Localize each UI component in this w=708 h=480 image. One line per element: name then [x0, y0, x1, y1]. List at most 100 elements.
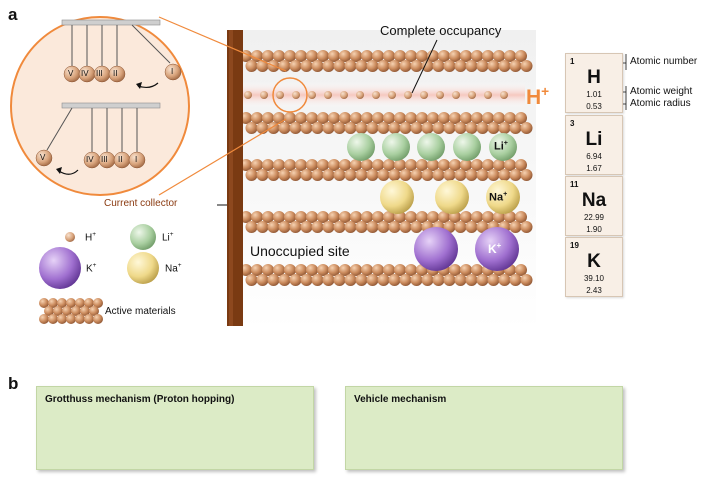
active-material-atom — [449, 159, 461, 171]
active-material-atom — [388, 122, 401, 134]
active-material-atom — [509, 274, 522, 286]
proton — [500, 91, 508, 99]
active-material-atom — [350, 264, 362, 276]
active-material-atom — [284, 159, 296, 171]
active-material-atom — [520, 169, 533, 181]
legend-active-atom — [89, 306, 99, 316]
active-material-atom — [438, 211, 450, 223]
active-material-atom — [504, 112, 516, 124]
na-ion-labeled — [486, 180, 520, 214]
active-material-atom — [432, 274, 445, 286]
grotthuss-box: Grotthuss mechanism (Proton hopping) — [36, 386, 314, 470]
legend-active-atom — [75, 298, 85, 308]
legend-active-atom — [84, 298, 94, 308]
active-material-atom — [388, 221, 401, 233]
active-material-atom — [245, 274, 258, 286]
proton — [244, 91, 252, 99]
active-material-atom — [355, 60, 368, 72]
proton — [356, 91, 364, 99]
active-material-atom — [295, 112, 307, 124]
active-material-atom — [427, 159, 439, 171]
active-material-atom — [333, 169, 346, 181]
element-symbol: H — [587, 67, 601, 88]
active-material-atom — [405, 159, 417, 171]
active-material-atom — [471, 112, 483, 124]
element-symbol: Li — [585, 129, 603, 150]
legend-active-atom — [84, 314, 94, 324]
active-material-atom — [372, 112, 384, 124]
active-material-atom — [333, 274, 346, 286]
legend-h-icon — [65, 232, 75, 242]
active-material-atom — [399, 274, 412, 286]
grotthuss-title: Grotthuss mechanism (Proton hopping) — [45, 394, 235, 405]
active-material-atom — [460, 112, 472, 124]
active-material-atom — [328, 211, 340, 223]
cradle-bottom-label-ii: II — [118, 155, 123, 164]
vehicle-title: Vehicle mechanism — [354, 394, 447, 405]
element-number: 3 — [570, 119, 575, 128]
active-material-atom — [256, 274, 269, 286]
cradle-top-arrowhead — [136, 82, 142, 89]
proton — [420, 91, 428, 99]
active-material-atom — [394, 264, 406, 276]
k-ion-label: K+ — [488, 241, 502, 256]
element-radius: 0.53 — [586, 102, 602, 111]
active-material-atom — [383, 264, 395, 276]
proton — [372, 91, 380, 99]
active-material-atom — [372, 211, 384, 223]
cradle-bottom-label-v: V — [40, 153, 46, 162]
active-material-atom — [355, 122, 368, 134]
proton — [340, 91, 348, 99]
active-material-atom — [476, 221, 489, 233]
active-material-atom — [438, 159, 450, 171]
active-material-atom — [372, 50, 384, 62]
active-material-atom — [300, 122, 313, 134]
legend-na-label: Na+ — [165, 262, 182, 275]
active-material-atom — [421, 60, 434, 72]
proton — [308, 91, 316, 99]
active-material-atom — [256, 221, 269, 233]
active-material-atom — [251, 211, 263, 223]
cradle-top-label-iii: III — [96, 69, 103, 78]
active-material-atom — [465, 122, 478, 134]
active-material-atom — [339, 112, 351, 124]
active-material-atom — [493, 112, 505, 124]
active-material-atom — [482, 159, 494, 171]
legend-li-icon — [130, 224, 156, 250]
active-material-atom — [251, 50, 263, 62]
active-material-atom — [427, 112, 439, 124]
active-material-atom — [322, 122, 335, 134]
legend-active-atom — [48, 298, 58, 308]
active-material-atom — [306, 264, 318, 276]
active-material-atom — [410, 60, 423, 72]
k-ion-labeled — [475, 227, 519, 271]
element-radius: 1.67 — [586, 164, 602, 173]
active-material-atom — [432, 122, 445, 134]
active-material-atom — [504, 50, 516, 62]
active-material-atom — [388, 274, 401, 286]
active-material-atom — [328, 50, 340, 62]
active-material-atom — [520, 60, 533, 72]
active-material-atom — [421, 274, 434, 286]
active-material-atom — [460, 50, 472, 62]
active-material-atom — [449, 112, 461, 124]
proton — [436, 91, 444, 99]
active-material-atom — [377, 274, 390, 286]
cradle-bottom — [35, 102, 161, 175]
active-material-atom — [289, 221, 302, 233]
cradle-bottom-label-i: I — [135, 155, 138, 164]
active-material-atom — [493, 159, 505, 171]
active-material-atom — [289, 60, 302, 72]
unoccupied-site-label: Unoccupied site — [250, 243, 350, 259]
active-material-atom — [251, 159, 263, 171]
active-material-atom — [284, 211, 296, 223]
active-material-atom — [515, 264, 527, 276]
active-material-atom — [443, 60, 456, 72]
active-material-atom — [306, 211, 318, 223]
active-material-atom — [515, 211, 527, 223]
active-material-atom — [355, 221, 368, 233]
active-material-atom — [399, 169, 412, 181]
active-material-atom — [245, 221, 258, 233]
active-material-atom — [306, 159, 318, 171]
cradle-bottom-ball-v — [35, 149, 53, 167]
